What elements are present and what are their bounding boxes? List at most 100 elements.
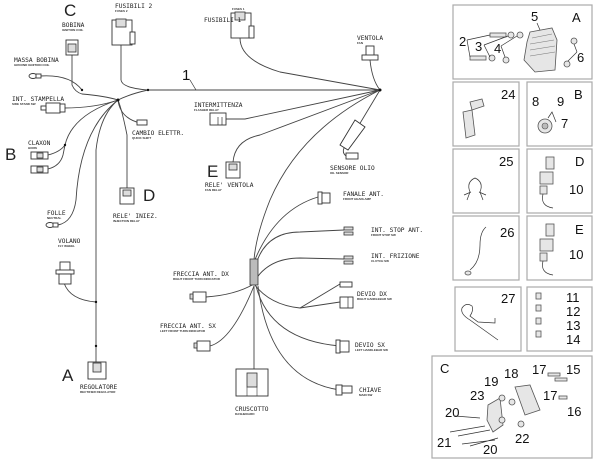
label-folle: FOLLE — [47, 210, 66, 217]
terminal-part-icon — [535, 292, 542, 300]
connector-cruscotto[interactable] — [235, 368, 269, 397]
washer-part-icon — [507, 31, 515, 39]
panel-25[interactable]: 25 — [452, 148, 520, 214]
sublabel-fusibili2: FUSES 2 — [115, 9, 128, 13]
panel-24[interactable]: 24 — [452, 81, 520, 147]
harness-junction-block — [249, 258, 259, 286]
wire-fusibili1 — [239, 37, 381, 91]
wire-freccia-sx — [209, 285, 255, 347]
relay-part-icon — [545, 156, 555, 170]
sublabel-int-stop: FRONT STOP SW — [371, 233, 396, 237]
label-claxon: CLAXON — [28, 140, 51, 147]
connector-fanale[interactable] — [317, 191, 331, 205]
label-volano: VOLANO — [58, 238, 81, 245]
connector-ventola[interactable] — [361, 45, 379, 61]
panel-letter: A — [572, 10, 581, 25]
panel-c[interactable]: C 19 18 17 15 23 17 20 16 21 22 20 — [431, 355, 593, 459]
connector-claxon-2[interactable] — [30, 165, 49, 174]
connector-freccia-sx[interactable] — [193, 340, 211, 352]
label-sensore-olio: SENSORE OLIO — [330, 165, 375, 172]
panel-letter: B — [574, 87, 583, 102]
part-number: 8 — [532, 94, 539, 109]
panel-d[interactable]: D 10 — [526, 148, 593, 214]
panel-b[interactable]: B 8 9 7 — [526, 81, 593, 147]
sublabel-bobina: IGNITION COIL — [62, 28, 84, 32]
connector-int-stampella[interactable] — [40, 102, 66, 114]
connector-chiave[interactable] — [335, 384, 353, 396]
sublabel-folle: NEUTRAL — [47, 216, 61, 220]
part-number: 9 — [557, 94, 564, 109]
junction-dot — [116, 98, 120, 102]
label-cruscotto: CRUSCOTTO — [235, 406, 269, 413]
label-freccia-dx: FRECCIA ANT. DX — [173, 271, 229, 278]
wire-intermittenza — [226, 89, 381, 120]
relay-iniezione[interactable] — [119, 187, 135, 205]
label-massa-bobina: MASSA BOBINA — [14, 57, 59, 64]
wire-bobina — [71, 55, 119, 101]
bolt-part-icon — [489, 32, 507, 38]
wire-int-frizione — [253, 257, 345, 283]
connector-massa-bobina[interactable] — [28, 73, 42, 79]
sublabel-regolatore: RECTIFIER REGULATOR — [80, 390, 116, 394]
bolt-part-icon — [469, 55, 487, 61]
panel-11-14[interactable]: 11 12 13 14 — [526, 286, 593, 352]
connector-claxon-1[interactable] — [30, 151, 49, 160]
connector-devio-dx-1[interactable] — [339, 281, 353, 288]
connector-bobina[interactable] — [65, 39, 79, 56]
sublabel-massa-bobina: GROUND IGNITION COIL — [14, 63, 50, 67]
sublabel-sensore-olio: OIL SENSOR — [330, 171, 349, 175]
wire-devio-dx — [253, 283, 341, 309]
part-number: 3 — [475, 39, 482, 54]
panel-26[interactable]: 26 — [452, 215, 520, 281]
part-number: 23 — [470, 388, 484, 403]
label-ventola: VENTOLA — [357, 35, 383, 42]
fuse-box-1[interactable] — [230, 11, 255, 39]
sublabel-int-frizione: CLUTCH SW — [371, 259, 389, 263]
part-number: 13 — [566, 318, 580, 333]
label-int-frizione: INT. FRIZIONE — [371, 253, 420, 260]
panel-27[interactable]: 27 — [454, 286, 522, 352]
sensore-olio-probe[interactable] — [339, 119, 366, 160]
group-letter-c: C — [64, 1, 76, 20]
harness-leader-line — [189, 79, 197, 91]
sublabel-fusibili1: FUSES 1 — [232, 7, 245, 11]
part-number: 12 — [566, 304, 580, 319]
label-cambio: CAMBIO ELETTR. — [132, 130, 184, 137]
terminal-part-icon — [535, 304, 542, 312]
panel-a[interactable]: A 2 3 4 5 6 — [452, 4, 593, 80]
terminal-part-icon — [535, 330, 542, 338]
wire-regolatore — [95, 99, 119, 362]
connector-freccia-dx[interactable] — [189, 291, 207, 303]
part-number: 18 — [504, 366, 518, 381]
junction-dot — [378, 88, 382, 92]
label-freccia-sx: FRECCIA ANT. SX — [160, 323, 216, 330]
label-fusibili2: FUSIBILI 2 — [115, 3, 153, 10]
connector-devio-dx-2[interactable] — [339, 296, 354, 309]
label-int-stampella: INT. STAMPELLA — [12, 96, 64, 103]
connector-int-stop[interactable] — [343, 226, 354, 236]
connector-devio-sx[interactable] — [335, 339, 350, 354]
junction-dot — [146, 88, 150, 92]
connector-volano[interactable] — [55, 261, 75, 285]
panel-letter: E — [575, 222, 584, 237]
connector-cambio[interactable] — [136, 119, 148, 126]
nut-part-icon — [570, 37, 578, 45]
part-number: 16 — [567, 404, 581, 419]
connector-folle[interactable] — [45, 222, 59, 228]
trunk-left-branch — [117, 89, 149, 101]
relay-intermittenza[interactable] — [209, 112, 227, 126]
panel-e[interactable]: E 10 — [526, 215, 593, 281]
wire-claxon-2 — [47, 144, 66, 170]
clip-part-icon — [463, 177, 487, 201]
sublabel-fanale: FRONT HEADLAMP — [343, 197, 371, 201]
terminal-part-icon — [535, 317, 542, 325]
component-labels: 1 C BOBINA IGNITION COIL FUSIBILI 2 FUSE… — [5, 1, 423, 416]
sensor-part-icon — [462, 109, 476, 139]
fuse-box-2[interactable] — [111, 18, 136, 46]
connector-regolatore[interactable] — [87, 361, 107, 380]
sublabel-rele-ventola: FAN RELAY — [205, 188, 222, 192]
relay-ventola[interactable] — [225, 161, 241, 179]
label-fanale: FANALE ANT. — [343, 191, 384, 198]
connector-int-frizione[interactable] — [343, 255, 354, 265]
connectors — [28, 11, 379, 397]
